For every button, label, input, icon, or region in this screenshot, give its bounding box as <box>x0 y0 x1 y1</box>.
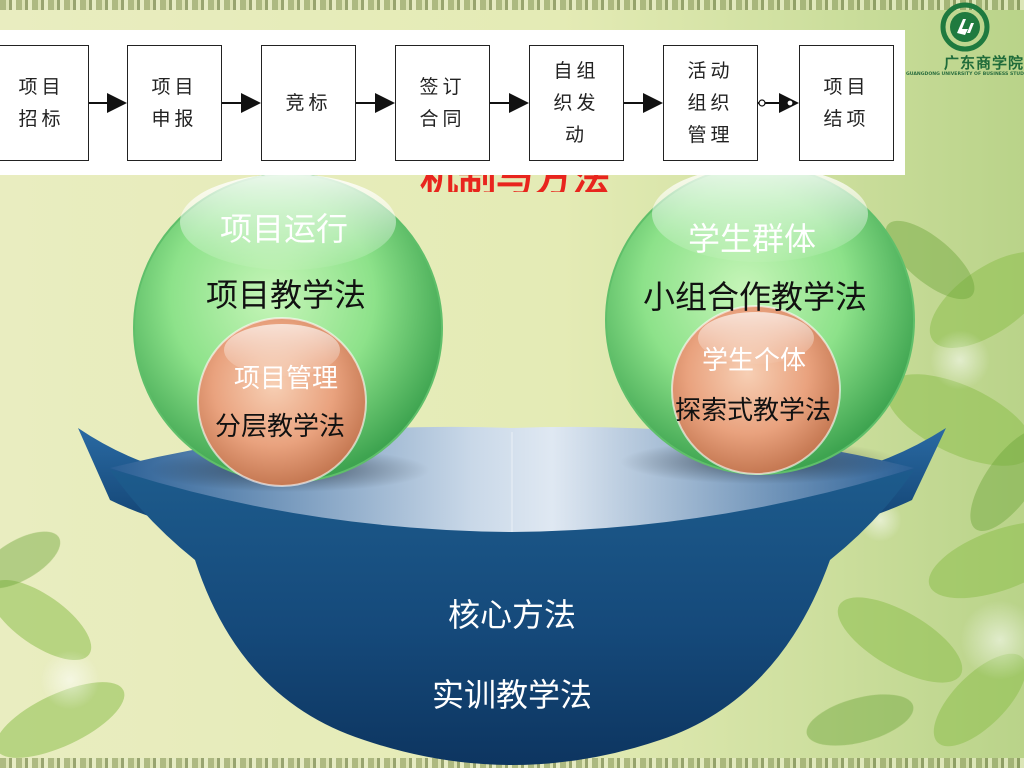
flow-step-4: 签订合同 <box>395 45 490 161</box>
left-sphere-heading: 项目运行 <box>219 210 349 248</box>
flow-step-5: 自组织发动 <box>529 45 624 161</box>
platform-bowl <box>110 470 914 765</box>
flow-step-label: 项目结项 <box>823 76 870 130</box>
flow-step-label: 签订合同 <box>419 76 466 130</box>
flow-arrows <box>88 93 799 113</box>
logo-emblem-icon <box>940 2 990 52</box>
flow-step-label: 自组织发动 <box>553 60 600 146</box>
flow-step-7: 项目结项 <box>799 45 894 161</box>
right-sphere-heading: 学生群体 <box>687 220 817 258</box>
decorative-border-top <box>0 0 1024 10</box>
flow-step-2: 项目申报 <box>127 45 222 161</box>
flow-chart-panel: 项目招标 项目申报 竞标 签订合同 自组织发动 活动组织管理 项目结项 <box>0 30 905 175</box>
university-logo: 广东商学院 GUANGDONG UNIVERSITY OF BUSINESS S… <box>906 2 1024 84</box>
flow-step-6: 活动组织管理 <box>663 45 758 161</box>
flow-step-1: 项目招标 <box>0 45 89 161</box>
flow-step-label: 竞标 <box>285 92 332 114</box>
flow-step-label: 活动组织管理 <box>687 60 734 146</box>
right-sphere-method: 小组合作教学法 <box>642 278 868 316</box>
logo-name-cn: 广东商学院 <box>943 54 1024 72</box>
flow-step-label: 项目招标 <box>18 76 65 130</box>
left-inner-heading: 项目管理 <box>233 364 339 394</box>
right-inner-heading: 学生个体 <box>701 346 807 376</box>
left-sphere-method: 项目教学法 <box>205 276 367 314</box>
flow-step-label: 项目申报 <box>151 76 198 130</box>
right-inner-method: 探索式教学法 <box>674 396 832 426</box>
left-inner-method: 分层教学法 <box>214 412 346 442</box>
base-method: 实训教学法 <box>431 676 593 714</box>
flow-step-3: 竞标 <box>261 45 356 161</box>
logo-name-en: GUANGDONG UNIVERSITY OF BUSINESS STUDIES <box>906 72 1024 77</box>
base-heading: 核心方法 <box>447 596 577 634</box>
